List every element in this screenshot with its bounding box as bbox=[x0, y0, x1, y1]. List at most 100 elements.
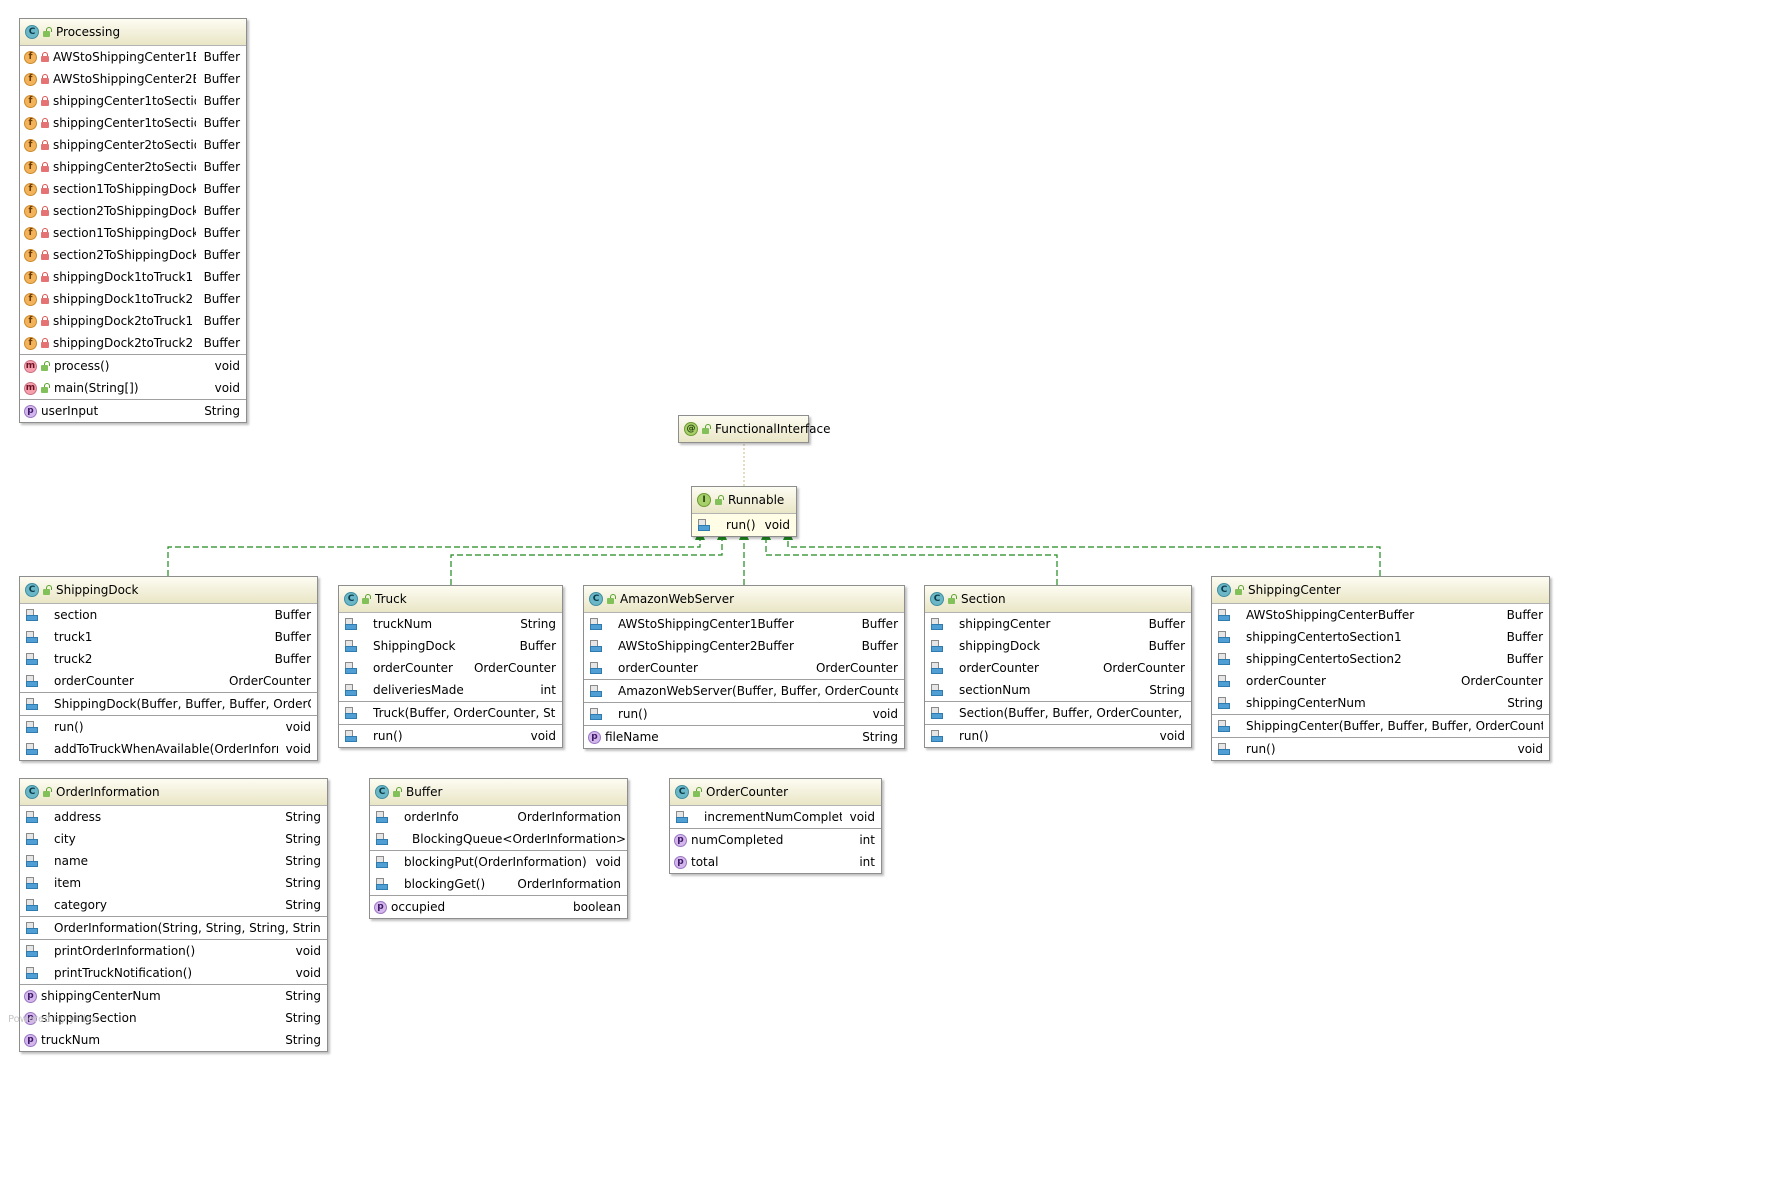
method-row[interactable]: run()void bbox=[925, 725, 1191, 747]
field-row[interactable]: fshippingCenter1toSection1Buffer bbox=[20, 90, 246, 112]
field-row[interactable]: fshippingCenter1toSection2Buffer bbox=[20, 112, 246, 134]
constructor-row[interactable]: AmazonWebServer(Buffer, Buffer, OrderCou… bbox=[584, 680, 904, 702]
method-name: run() bbox=[54, 720, 84, 734]
property-icon: p bbox=[588, 730, 601, 744]
field-row[interactable]: fAWStoShippingCenter1BufferBuffer bbox=[20, 46, 246, 68]
constructor-row[interactable]: ShippingCenter(Buffer, Buffer, Buffer, O… bbox=[1212, 715, 1549, 737]
method-name: printOrderInformation() bbox=[54, 944, 196, 958]
class-amazon-web-server[interactable]: C AmazonWebServer AWStoShippingCenter1Bu… bbox=[583, 585, 905, 749]
class-name: Runnable bbox=[728, 493, 785, 507]
annotation-functional-interface[interactable]: @ FunctionalInterface bbox=[678, 415, 830, 443]
interface-runnable[interactable]: I Runnable run()void bbox=[691, 486, 797, 537]
method-row[interactable]: run()void bbox=[1212, 738, 1549, 760]
class-name: ShippingCenter bbox=[1248, 583, 1341, 597]
field-name: shippingDock1toTruck1 bbox=[53, 270, 194, 284]
field-row[interactable]: fshippingCenter2toSection2Buffer bbox=[20, 156, 246, 178]
field-name: shippingDock2toTruck1 bbox=[53, 314, 194, 328]
field-name: truck2 bbox=[54, 652, 93, 666]
method-row[interactable]: blockingGet() OrderInformation bbox=[370, 873, 627, 895]
field-type: Buffer bbox=[1506, 630, 1543, 644]
method-row[interactable]: blockingPut(OrderInformation)void bbox=[370, 851, 627, 873]
constructor-row[interactable]: Section(Buffer, Buffer, OrderCounter, St… bbox=[925, 702, 1191, 724]
method-row[interactable]: run()void bbox=[339, 725, 562, 747]
field-type: OrderCounter bbox=[815, 661, 898, 675]
method-name: blockingGet() bbox=[404, 877, 486, 891]
class-order-counter[interactable]: C OrderCounter incrementNumCompleted()vo… bbox=[669, 778, 882, 874]
method-row[interactable]: printOrderInformation()void bbox=[20, 940, 327, 962]
method-row[interactable]: printTruckNotification()void bbox=[20, 962, 327, 984]
property-type: boolean bbox=[573, 900, 621, 914]
method-row[interactable]: run()void bbox=[20, 716, 317, 738]
method-row[interactable]: addToTruckWhenAvailable(OrderInformation… bbox=[20, 738, 317, 760]
method-row[interactable]: run()void bbox=[692, 514, 796, 536]
method-row[interactable]: run()void bbox=[584, 703, 904, 725]
field-row[interactable]: fshippingCenter2toSection1Buffer bbox=[20, 134, 246, 156]
property-type: String bbox=[285, 1011, 321, 1025]
package-field-icon bbox=[1216, 630, 1232, 644]
class-shipping-center[interactable]: C ShippingCenter AWStoShippingCenterBuff… bbox=[1211, 576, 1550, 761]
constructor-row[interactable]: ShippingDock(Buffer, Buffer, Buffer, Ord… bbox=[20, 693, 317, 715]
constructor-row[interactable]: OrderInformation(String, String, String,… bbox=[20, 917, 327, 939]
field-row[interactable]: fAWStoShippingCenter2BufferBuffer bbox=[20, 68, 246, 90]
package-field-icon bbox=[24, 608, 40, 622]
field-row[interactable]: queueBlockingQueue<OrderInformation> bbox=[370, 828, 627, 850]
class-header: C ShippingDock bbox=[20, 577, 317, 604]
constructor-row[interactable]: Truck(Buffer, OrderCounter, String) bbox=[339, 702, 562, 724]
field-type: Buffer bbox=[203, 292, 240, 306]
private-icon bbox=[41, 206, 49, 216]
method-type: OrderInformation bbox=[517, 877, 621, 891]
method-type: void bbox=[849, 810, 875, 824]
method-row[interactable]: incrementNumCompleted()void bbox=[670, 806, 881, 828]
